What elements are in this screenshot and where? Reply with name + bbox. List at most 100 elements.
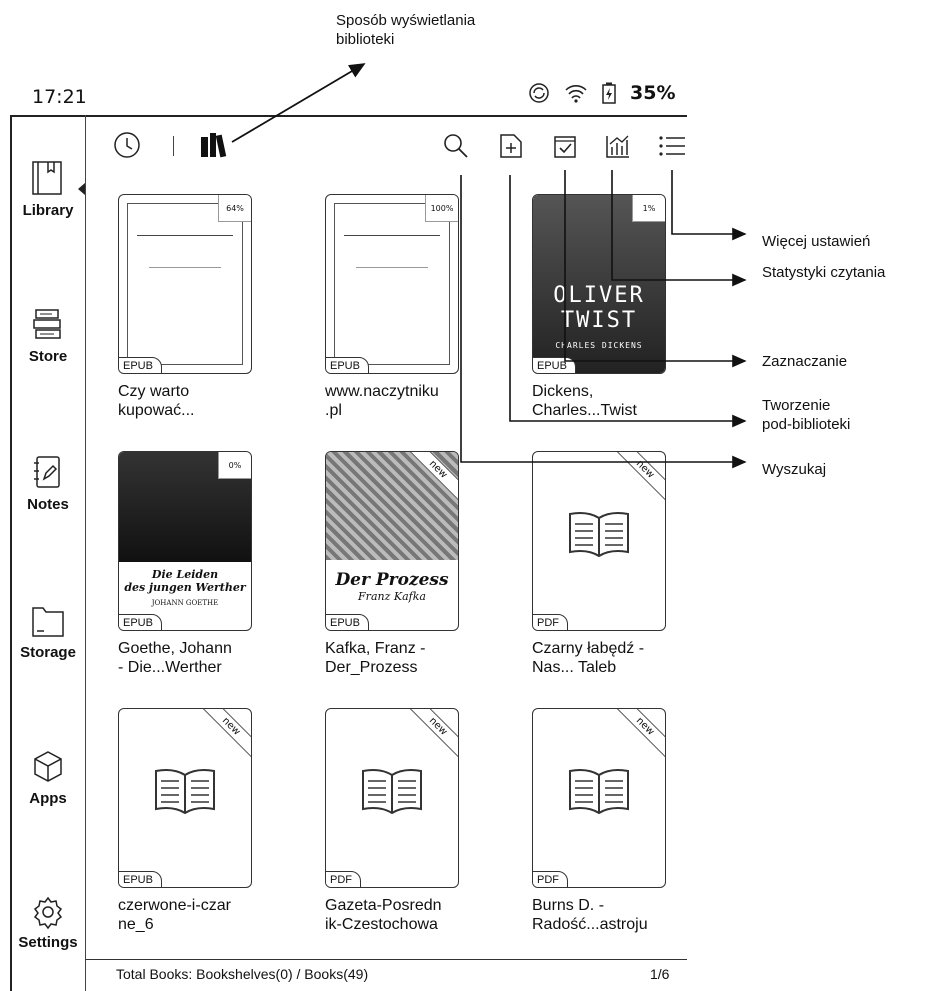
format-badge: PDF bbox=[533, 871, 568, 887]
recent-clock-button[interactable] bbox=[112, 130, 142, 160]
cover-line: OLIVER bbox=[553, 283, 645, 308]
progress-badge: 0% bbox=[218, 452, 251, 479]
library-book-icon bbox=[32, 161, 62, 195]
statistics-button[interactable] bbox=[604, 132, 632, 160]
new-badge: new bbox=[404, 709, 458, 761]
new-badge: new bbox=[611, 709, 665, 761]
placeholder-cover bbox=[326, 767, 458, 821]
callout-more-settings: Więcej ustawień bbox=[762, 233, 871, 250]
sidebar-label-library: Library bbox=[22, 202, 74, 219]
book-cover[interactable]: 64%EPUB bbox=[118, 194, 252, 374]
total-books-text: Total Books: Bookshelves(0) / Books(49) bbox=[116, 966, 369, 982]
sidebar-item-storage[interactable]: Storage bbox=[10, 602, 86, 661]
format-badge: EPUB bbox=[533, 357, 576, 373]
new-folder-icon bbox=[500, 134, 522, 158]
placeholder-cover bbox=[119, 767, 251, 821]
screen-frame-left bbox=[10, 115, 12, 991]
sync-icon bbox=[529, 83, 549, 103]
status-time: 17:21 bbox=[32, 86, 87, 108]
book-title: Kafka, Franz - Der_Prozess bbox=[325, 640, 426, 676]
book-cover[interactable]: 100%EPUB bbox=[325, 194, 459, 374]
callout-display-mode: Sposób wyświetlania biblioteki bbox=[336, 12, 476, 48]
progress-badge: 100% bbox=[425, 195, 458, 222]
select-check-icon bbox=[554, 136, 576, 158]
sidebar-divider bbox=[85, 115, 86, 991]
sidebar-item-library[interactable]: Library bbox=[10, 160, 86, 219]
sidebar-item-store[interactable]: Store bbox=[10, 306, 86, 365]
sidebar-item-notes[interactable]: Notes bbox=[10, 454, 86, 513]
format-badge: EPUB bbox=[326, 614, 369, 630]
book-title: Czy warto kupować... bbox=[118, 383, 195, 419]
sidebar-item-apps[interactable]: Apps bbox=[10, 748, 86, 807]
cover-author: CHARLES DICKENS bbox=[555, 341, 643, 350]
book-title: Czarny łabędź - Nas... Taleb bbox=[532, 640, 645, 676]
toolbar-divider bbox=[173, 136, 174, 156]
wifi-icon bbox=[565, 85, 587, 103]
open-book-icon bbox=[569, 769, 629, 815]
cover-line: des jungen Werther bbox=[124, 581, 246, 594]
new-sub-library-button[interactable] bbox=[497, 132, 525, 160]
sidebar-item-settings[interactable]: Settings bbox=[10, 894, 86, 951]
open-book-icon bbox=[569, 512, 629, 558]
cube-icon bbox=[34, 751, 62, 782]
select-button[interactable] bbox=[551, 132, 579, 160]
bookshelf-view-icon bbox=[201, 133, 227, 158]
new-badge: new bbox=[611, 452, 665, 504]
search-icon bbox=[444, 134, 468, 158]
sidebar-label-storage: Storage bbox=[20, 644, 76, 661]
sidebar-label-notes: Notes bbox=[27, 496, 69, 513]
screen-frame-top bbox=[10, 115, 687, 117]
ornament-line bbox=[344, 235, 440, 236]
page-indicator: 1/6 bbox=[650, 966, 670, 982]
notes-pen-icon bbox=[34, 456, 60, 488]
format-badge: PDF bbox=[326, 871, 361, 887]
format-badge: PDF bbox=[533, 614, 568, 630]
battery-percent: 35% bbox=[630, 82, 676, 104]
book-item[interactable]: 64%EPUB Czy warto kupować... bbox=[118, 194, 254, 420]
ornament-line bbox=[137, 235, 233, 236]
ornamental-frame bbox=[334, 203, 450, 365]
callout-create-sub: Tworzenie pod-biblioteki bbox=[762, 397, 851, 433]
progress-badge: 64% bbox=[218, 195, 251, 222]
store-books-icon bbox=[33, 309, 61, 339]
new-badge: new bbox=[197, 709, 251, 761]
book-title: Burns D. - Radość...astroju bbox=[532, 897, 648, 933]
statistics-icon bbox=[606, 135, 629, 158]
book-title: czerwone-i-czar ne_6 bbox=[118, 897, 231, 933]
open-book-icon bbox=[155, 769, 215, 815]
status-icons: 35% bbox=[528, 82, 675, 104]
footer-divider bbox=[85, 959, 687, 960]
folder-icon bbox=[32, 607, 64, 637]
cover-line: TWIST bbox=[560, 308, 638, 333]
book-title: Gazeta-Posredn ik-Czestochowa bbox=[325, 897, 442, 933]
format-badge: EPUB bbox=[119, 614, 162, 630]
cover-small-text bbox=[149, 267, 221, 268]
ornamental-frame bbox=[127, 203, 243, 365]
book-title: Dickens, Charles...Twist bbox=[532, 383, 637, 419]
bookshelf-view-button[interactable] bbox=[198, 128, 230, 160]
search-button[interactable] bbox=[442, 132, 470, 160]
cover-line: Der Prozess bbox=[335, 570, 449, 590]
more-settings-button[interactable] bbox=[656, 132, 688, 160]
battery-icon bbox=[602, 82, 616, 104]
callout-stats: Statystyki czytania bbox=[762, 264, 886, 281]
format-badge: EPUB bbox=[119, 871, 162, 887]
placeholder-cover bbox=[533, 510, 665, 564]
gear-icon bbox=[33, 896, 63, 930]
